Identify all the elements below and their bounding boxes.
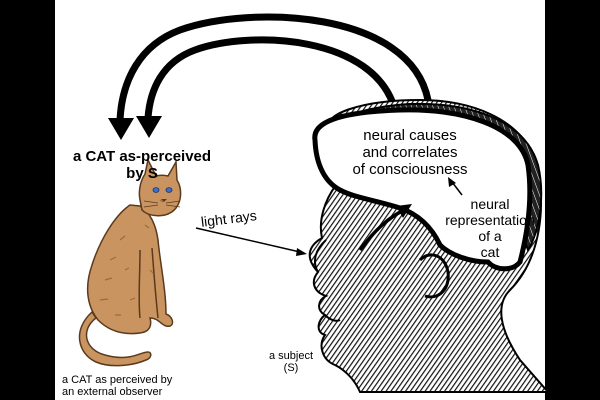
- label-subject: a subject (S): [268, 350, 314, 374]
- label-neural-representation: neural representation of a cat: [445, 196, 535, 260]
- cat-nose: [161, 199, 167, 202]
- inner-arc-arrowhead: [136, 116, 162, 138]
- label-neural-causes: neural causes and correlates of consciou…: [352, 127, 468, 178]
- cat-tail: [78, 310, 152, 367]
- brain-region: [312, 107, 533, 272]
- label-cat-as-perceived-by-s: a CAT as-perceived by S: [72, 148, 212, 182]
- internal-arrow-head: [396, 204, 412, 218]
- cat-illustration: [78, 157, 182, 367]
- cat-left-eye: [152, 187, 160, 193]
- outer-arc-arrowhead: [108, 118, 134, 140]
- cat-fur-texture: [99, 199, 164, 316]
- inner-arc: [144, 36, 399, 119]
- representation-to-causes-arrow: [448, 177, 463, 196]
- profile-line: [313, 239, 341, 322]
- label-external-observer: a CAT as perceived by an external observ…: [62, 374, 173, 398]
- light-rays-arrow: [195, 227, 307, 256]
- cat-whiskers: [143, 200, 181, 208]
- ear: [418, 253, 450, 299]
- internal-arrow: [358, 204, 412, 252]
- subject-head: [308, 98, 551, 393]
- cat-right-eye: [165, 187, 173, 193]
- outer-arc: [116, 13, 432, 121]
- feedback-arcs: [108, 13, 432, 140]
- cat-body: [86, 204, 174, 335]
- cat-front-legs: [138, 247, 159, 319]
